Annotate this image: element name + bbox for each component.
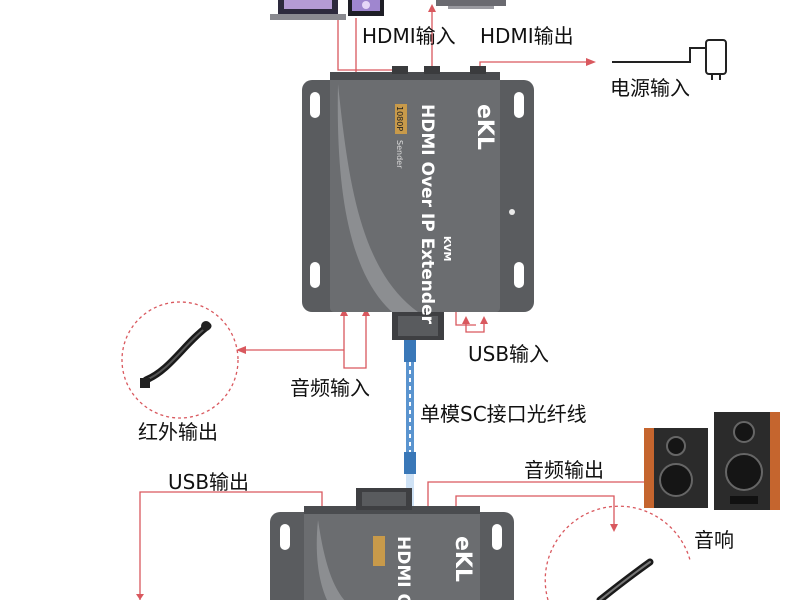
monitor-icon xyxy=(348,0,384,16)
sender-brand: eKL xyxy=(472,104,497,150)
sender-badge: Sender xyxy=(395,140,404,169)
receiver-badge-group xyxy=(373,536,385,566)
signal-lines xyxy=(139,10,648,600)
display-icon xyxy=(436,0,506,9)
power-input-label: 电源输入 xyxy=(610,76,690,100)
power-plug-icon xyxy=(612,39,727,80)
sender-resolution: 1080P xyxy=(395,106,404,131)
ir-output-label: 红外输出 xyxy=(138,420,218,444)
receiver-device xyxy=(270,488,514,600)
audio-input-label: 音频输入 xyxy=(290,376,370,400)
receiver-title: HDMI O xyxy=(393,536,413,600)
cable-circle-icon xyxy=(544,505,691,600)
fiber-cable xyxy=(404,340,416,506)
hdmi-output-label: HDMI输出 xyxy=(480,24,574,48)
sender-badge-group: 1080P Sender xyxy=(395,104,407,169)
receiver-label-group: HDMI O xyxy=(393,536,413,600)
sender-device xyxy=(302,66,534,340)
usb-input-label: USB输入 xyxy=(468,342,550,366)
speaker-label: 音响 xyxy=(694,528,734,552)
ir-receiver-icon xyxy=(121,301,239,419)
receiver-brand: eKL xyxy=(450,536,475,582)
sender-label-group: HDMI Over IP Extender KVM xyxy=(417,104,452,325)
audio-output-label: 音频输出 xyxy=(524,458,604,482)
sender-brand-group: eKL xyxy=(472,104,497,150)
speaker-icon xyxy=(644,412,780,510)
usb-output-label: USB输出 xyxy=(168,470,250,494)
laptop-icon xyxy=(270,0,346,20)
hdmi-input-label: HDMI输入 xyxy=(362,24,456,48)
sender-title: HDMI Over IP Extender xyxy=(417,104,437,325)
receiver-brand-group: eKL xyxy=(450,536,475,582)
fiber-cable-label: 单模SC接口光纤线 xyxy=(420,402,587,426)
sender-subtitle: KVM xyxy=(441,236,452,261)
